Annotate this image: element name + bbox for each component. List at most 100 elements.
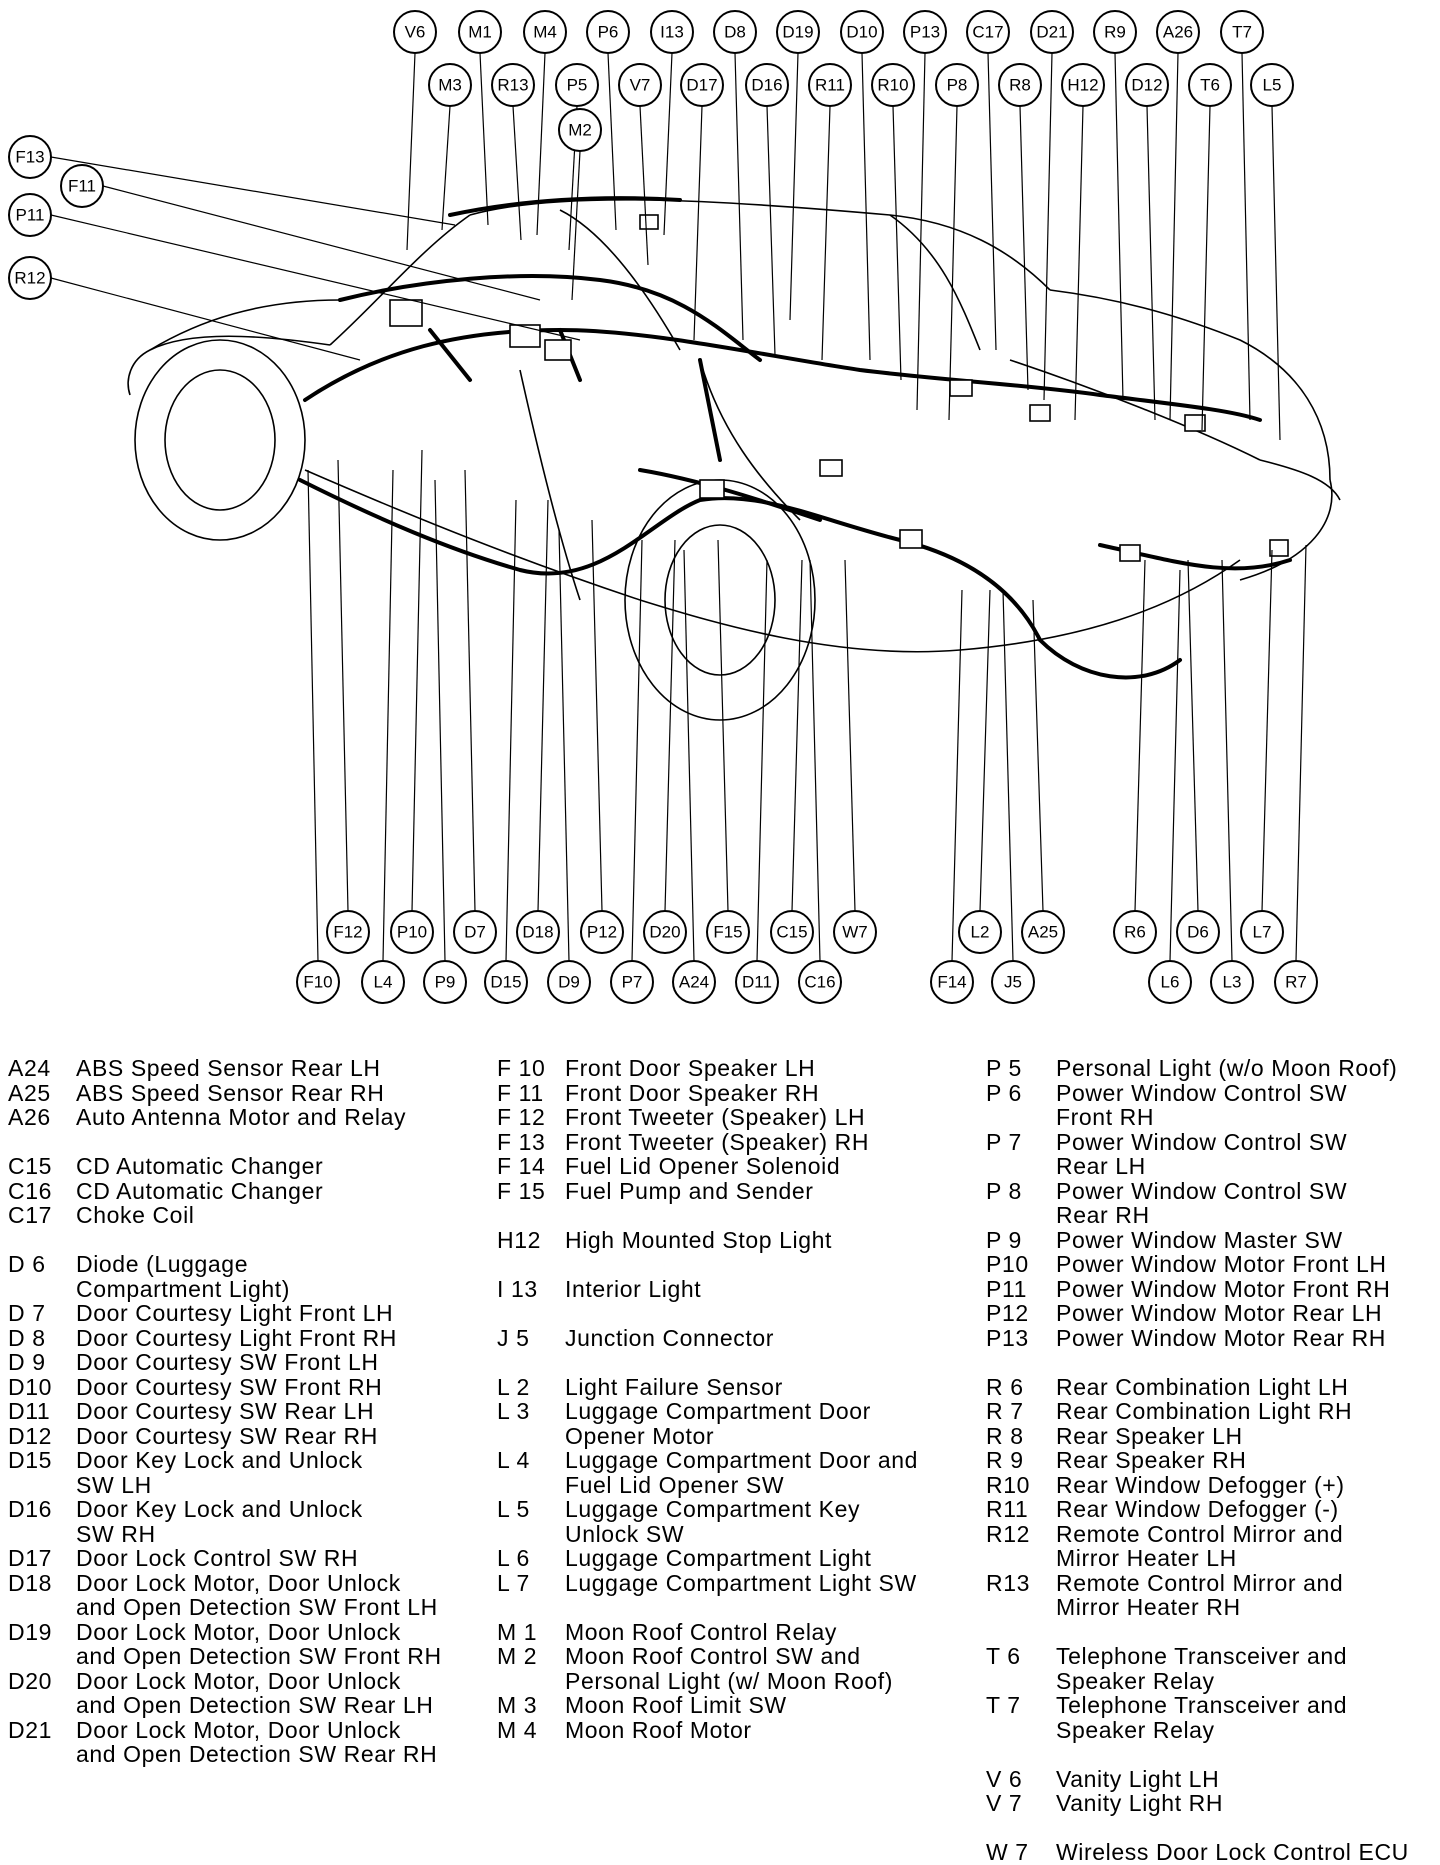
leader-line (693, 105, 703, 341)
legend-description: Power Window Motor Rear LH (1056, 1300, 1383, 1326)
callout-m2: M2 (558, 108, 602, 152)
legend-description: Vanity Light RH (1056, 1790, 1224, 1816)
legend-code (8, 1693, 76, 1718)
legend-code: T 6 (986, 1643, 1021, 1669)
legend-description: Power Window Motor Front LH (1056, 1251, 1387, 1277)
leader-line (791, 559, 803, 912)
callout-label: C16 (804, 973, 835, 992)
callout-circle (618, 63, 662, 107)
legend-code: A24 (8, 1055, 51, 1081)
legend-code (8, 1473, 76, 1498)
legend-code: R 6 (986, 1373, 1024, 1400)
callout-label: W7 (842, 923, 868, 942)
leader-line (591, 519, 603, 912)
legend-entry: P 7 Power Window Control SW (986, 1128, 1409, 1155)
wire-harness (298, 196, 1292, 680)
callout-label: L4 (374, 973, 393, 992)
legend-entry: Unlock SW (497, 1521, 918, 1547)
callout-d10: D10 (840, 10, 884, 54)
callout-label: D18 (522, 923, 553, 942)
callout-circle (770, 910, 814, 954)
legend-code: P 9 (986, 1226, 1022, 1253)
callout-label: V6 (405, 23, 426, 42)
leader-line (892, 105, 902, 381)
callout-label: R11 (815, 76, 845, 95)
leader-line (1241, 52, 1251, 421)
leader-line (1002, 589, 1014, 962)
legend-description: Mirror Heater RH (1056, 1594, 1241, 1620)
legend-description: ABS Speed Sensor Rear RH (76, 1079, 385, 1106)
leader-line (631, 539, 643, 962)
legend-description: CD Automatic Changer (76, 1177, 324, 1204)
legend-description: Door Courtesy SW Front RH (76, 1373, 383, 1400)
callout-circle (713, 10, 757, 54)
leader-line (307, 469, 319, 962)
callout-r10: R10 (871, 63, 915, 107)
legend-description: Power Window Control SW (1056, 1128, 1348, 1155)
leader-line (411, 449, 423, 912)
legend-code: P 7 (986, 1128, 1022, 1155)
callout-label: D10 (846, 23, 877, 42)
legend-spacer (986, 1816, 1409, 1841)
legend-description: Fuel Pump and Sender (565, 1177, 814, 1204)
callout-j5: J5 (991, 960, 1035, 1004)
legend-description: Luggage Compartment Light SW (565, 1569, 917, 1596)
callout-circle (491, 63, 535, 107)
callout-circle (586, 10, 630, 54)
leader-line (571, 150, 581, 301)
legend-code (497, 1424, 565, 1449)
legend-description: Door Courtesy Light Front LH (76, 1300, 394, 1326)
leader-line (1295, 544, 1307, 962)
legend-entry: Mirror Heater RH (986, 1595, 1409, 1620)
leader-line (948, 105, 958, 421)
callout-circle (745, 63, 789, 107)
callout-p13: P13 (903, 10, 947, 54)
callout-label: D16 (751, 76, 782, 95)
callout-circle (1030, 10, 1074, 54)
callout-circle (390, 910, 434, 954)
legend-description: Rear Speaker RH (1056, 1447, 1247, 1473)
legend-entry: I 13 Interior Light (497, 1275, 918, 1302)
callout-label: P9 (435, 973, 456, 992)
callout-circle (1188, 63, 1232, 107)
legend-entry: SW LH (8, 1472, 442, 1498)
legend-description: Speaker Relay (1056, 1667, 1215, 1694)
legend-description: Telephone Transceiver and (1056, 1692, 1348, 1718)
legend-code: P 5 (986, 1055, 1022, 1081)
legend-code: R13 (986, 1569, 1030, 1596)
callout-d17: D17 (680, 63, 724, 107)
legend-description: Vanity Light LH (1056, 1765, 1220, 1792)
leader-line (861, 52, 871, 361)
legend-entry: and Open Detection SW Rear RH (8, 1742, 442, 1767)
legend-code: V 6 (986, 1765, 1023, 1792)
callout-label: D6 (1187, 923, 1209, 942)
callout-d9: D9 (547, 960, 591, 1004)
legend-code: R10 (986, 1471, 1030, 1498)
legend-code (497, 1473, 565, 1498)
callout-f11: F11 (60, 164, 104, 208)
legend-code: I 13 (497, 1275, 538, 1302)
callout-circle (840, 10, 884, 54)
legend-code (8, 1644, 76, 1669)
callout-a25: A25 (1021, 910, 1065, 954)
legend-description: Fuel Lid Opener SW (565, 1471, 785, 1498)
callout-label: L2 (971, 923, 990, 942)
legend-description: Front RH (1056, 1104, 1155, 1130)
legend-description: Rear Window Defogger (-) (1056, 1496, 1339, 1522)
legend-description: Interior Light (565, 1275, 702, 1302)
legend-description: Door Lock Control SW RH (76, 1545, 359, 1571)
legend-spacer (497, 1203, 918, 1228)
leader-line (512, 105, 522, 241)
callout-label: F15 (713, 923, 742, 942)
leader-line (821, 105, 831, 361)
leader-line (1201, 105, 1211, 431)
